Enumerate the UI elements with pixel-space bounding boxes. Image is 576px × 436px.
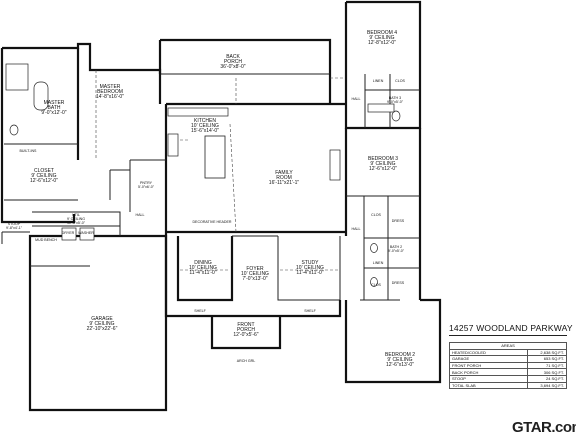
decorative-header-label: DECORATIVE HEADER: [192, 220, 231, 224]
dress-label: DRESS: [392, 281, 405, 285]
area-value: 71 SQ.FT.: [527, 361, 567, 370]
stove-icon: [167, 133, 179, 157]
area-label: FRONT PORCH: [449, 361, 528, 370]
stoop-label: STOOP: [8, 222, 21, 226]
area-value: 3,694 SQ.FT.: [527, 381, 567, 390]
toilet-icon: [9, 124, 19, 136]
pantry-label: PNTRY: [140, 181, 153, 185]
closet-short-label: CLOS: [371, 213, 381, 217]
bedroom-4-label: BEDROOM 4: [367, 30, 397, 36]
front-porch-label: FRONT: [237, 322, 254, 328]
area-value: 2,638 SQ.FT.: [527, 348, 567, 357]
dryer-icon: [79, 227, 95, 241]
area-table-header-row: AREAS: [449, 342, 567, 350]
toilet-icon: [370, 243, 378, 253]
dress-label: DRESS: [392, 219, 405, 223]
hall-label: HALL: [352, 97, 361, 101]
bath-3-label: BATH 3: [389, 96, 401, 100]
closet-short-label: CLOS: [371, 283, 381, 287]
back-porch-label: BACK: [226, 54, 240, 60]
ceiling-lines: [95, 70, 344, 271]
svg-text:BATH 29'-0"x5'-0": BATH 29'-0"x5'-0": [388, 245, 405, 253]
study-label: STUDY: [302, 260, 320, 266]
hall-label: HALL: [352, 227, 361, 231]
dining-label: DINING: [194, 260, 212, 266]
area-table-header: AREAS: [449, 342, 567, 350]
gtar-watermark: GTAR.com: [512, 419, 576, 436]
kitchen-counter: [167, 107, 229, 117]
washer-label: WASHER: [78, 231, 94, 235]
mud-bench-label: MUD BENCH: [35, 238, 57, 242]
vanity-icon: [367, 103, 395, 113]
dryer-label: DRYER: [62, 231, 75, 235]
garage-label: GARAGE: [91, 316, 113, 322]
fixtures: [5, 63, 401, 287]
master-bedroom-label: MASTER: [100, 84, 121, 90]
arch-grl-label: ARCH GRL: [237, 359, 256, 363]
washer-icon: [61, 227, 77, 241]
area-table: 14257 WOODLAND PARKWAY AREAS HEATED/COOL…: [449, 323, 573, 390]
area-label: BACK PORCH: [449, 368, 528, 376]
util-label: UTIL: [72, 213, 80, 217]
family-room-label: FAMILY: [275, 170, 293, 176]
bath-2-label: BATH 2: [390, 245, 402, 249]
bathtub-icon: [33, 81, 49, 111]
foyer-label: FOYER: [246, 266, 264, 272]
fireplace-icon: [329, 149, 341, 181]
toilet-icon: [370, 277, 378, 287]
area-value: 24 SQ.FT.: [527, 374, 567, 383]
toilet-icon: [391, 110, 401, 122]
area-value: 653 SQ.FT.: [527, 355, 567, 363]
shelf-label: SHELF: [194, 309, 206, 313]
builtins-label: BUILT-INS: [20, 149, 38, 153]
exterior-walls: [0, 0, 442, 412]
area-label: STOOP: [449, 374, 528, 383]
closet-label: CLOSET: [34, 168, 54, 174]
shower-icon: [5, 63, 29, 91]
bedroom-2-label: BEDROOM 2: [385, 352, 415, 358]
bedroom-3-label: BEDROOM 3: [368, 156, 398, 162]
linen-label: LINEN: [373, 79, 384, 83]
svg-text:BATH 39'-0"x5'-0": BATH 39'-0"x5'-0": [387, 96, 404, 104]
master-bath-label: MASTER: [44, 100, 65, 106]
area-label: HEATED/COOLED: [449, 348, 528, 357]
linen-label: LINEN: [373, 261, 384, 265]
area-label: TOTAL SLAB: [449, 381, 528, 390]
area-value: 306 SQ.FT.: [527, 368, 567, 376]
closet-short-label: CLOS: [395, 79, 405, 83]
area-label: GARAGE: [449, 355, 528, 363]
plan-title: 14257 WOODLAND PARKWAY: [449, 323, 573, 336]
kitchen-label: KITCHEN: [194, 118, 216, 124]
hall-label: HALL: [136, 213, 145, 217]
kitchen-island: [204, 135, 226, 179]
shelf-label: SHELF: [304, 309, 316, 313]
